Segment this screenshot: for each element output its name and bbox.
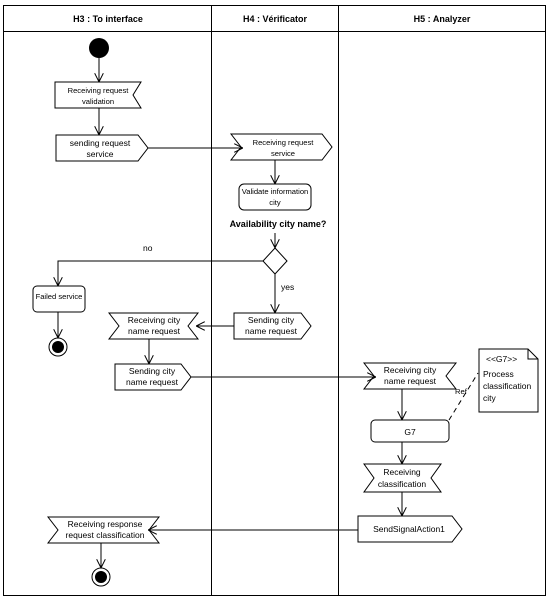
lane-title-h5: H5 : Analyzer — [414, 14, 471, 24]
svg-text:Process: Process — [483, 369, 514, 379]
svg-text:name request: name request — [245, 326, 298, 336]
action-g7: G7 — [370, 419, 450, 443]
svg-text:city: city — [269, 198, 281, 207]
svg-text:Receiving: Receiving — [383, 467, 421, 477]
svg-text:city: city — [483, 393, 497, 403]
send-signal-sending-city-name-request-h4: Sending city name request — [233, 312, 312, 340]
svg-text:Failed service: Failed service — [36, 292, 83, 301]
svg-text:Sending city: Sending city — [129, 366, 176, 376]
initial-node — [89, 38, 109, 58]
svg-text:validation: validation — [82, 97, 114, 106]
svg-text:Sending city: Sending city — [248, 315, 295, 325]
svg-text:Receiving request: Receiving request — [253, 138, 315, 147]
svg-text:<<G7>>: <<G7>> — [486, 354, 517, 364]
svg-text:Receiving request: Receiving request — [68, 86, 130, 95]
note-g7: <<G7>> Process classification city — [478, 348, 539, 413]
send-signal-sending-city-name-request-h3: Sending city name request — [114, 363, 192, 391]
svg-text:classification: classification — [378, 479, 426, 489]
accept-event-receiving-request-validation: Receiving request validation — [54, 81, 142, 109]
svg-text:sending request: sending request — [70, 138, 131, 148]
accept-event-receiving-city-name-request-h3: Receiving city name request — [107, 312, 200, 340]
ref-label: Ref — [455, 387, 468, 396]
svg-text:Receiving city: Receiving city — [128, 315, 181, 325]
control-flows — [58, 58, 479, 567]
guard-no-label: no — [143, 243, 153, 253]
svg-text:SendSignalAction1: SendSignalAction1 — [373, 524, 445, 534]
accept-event-receiving-classification: Receiving classification — [363, 463, 442, 493]
send-signal-action-1: SendSignalAction1 — [357, 515, 463, 543]
guard-yes-label: yes — [281, 282, 294, 292]
svg-text:Receiving city: Receiving city — [384, 365, 437, 375]
svg-text:Receiving response: Receiving response — [68, 519, 143, 529]
svg-text:service: service — [271, 149, 295, 158]
svg-text:classification: classification — [483, 381, 531, 391]
send-signal-sending-request-service: sending request service — [55, 134, 149, 162]
lane-title-h3: H3 : To interface — [73, 14, 143, 24]
accept-event-receiving-response-request-classification: Receiving response request classificatio… — [46, 516, 161, 544]
lane-title-h4: H4 : Vérificator — [243, 14, 308, 24]
action-failed-service: Failed service — [32, 285, 86, 313]
swimlane-frame: H3 : To interface H4 : Vérificator H5 : … — [3, 5, 546, 596]
svg-text:service: service — [87, 149, 114, 159]
svg-text:name request: name request — [126, 377, 179, 387]
svg-text:name request: name request — [128, 326, 181, 336]
svg-text:request classification: request classification — [66, 530, 145, 540]
svg-text:Validate information: Validate information — [242, 187, 309, 196]
accept-event-receiving-city-name-request-h5: Receiving city name request — [362, 362, 458, 390]
decision-question-label: Availability city name? — [230, 219, 327, 229]
decision-node — [262, 247, 288, 275]
svg-text:name request: name request — [384, 376, 437, 386]
final-node — [48, 337, 68, 357]
svg-text:G7: G7 — [404, 427, 416, 437]
accept-event-receiving-request-service: Receiving request service — [229, 133, 333, 161]
final-node — [91, 567, 111, 587]
action-validate-information-city: Validate information city — [238, 183, 312, 211]
